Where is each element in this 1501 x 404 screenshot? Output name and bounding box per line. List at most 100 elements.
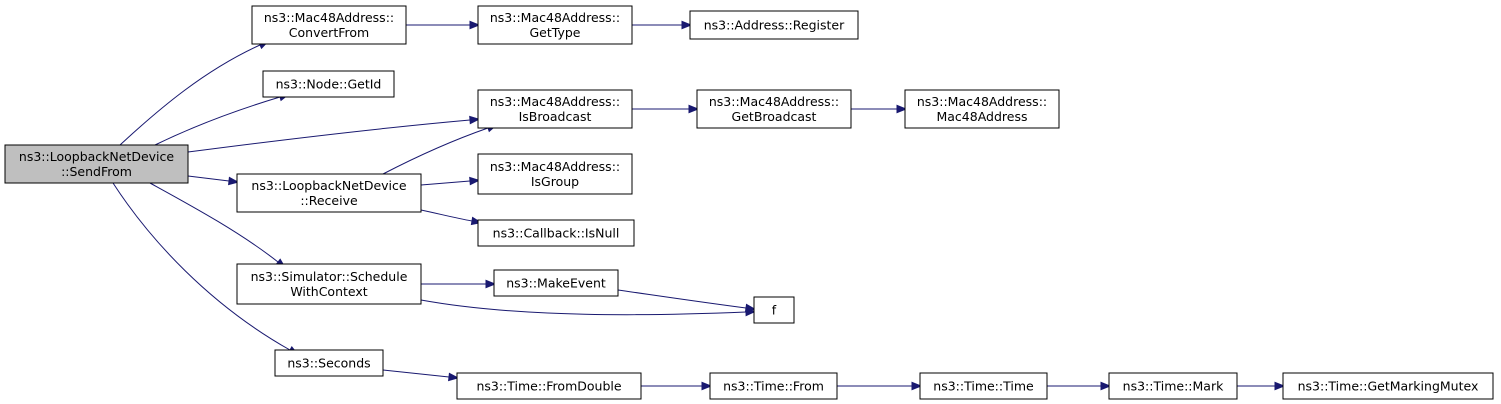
node-receive[interactable]: ns3::LoopbackNetDevice::Receive (236, 173, 422, 213)
node-label: ns3::Address::Register (704, 18, 845, 33)
node-box (753, 296, 795, 324)
edge-line (119, 44, 261, 146)
arrowhead-icon (745, 307, 757, 317)
arrowhead-icon (228, 176, 240, 186)
edge-fromdouble-to-from (641, 381, 713, 391)
node-box (4, 144, 189, 184)
edge-line (617, 289, 747, 309)
edge-gettype-to-register (632, 20, 693, 30)
arrowhead-icon (681, 20, 693, 30)
node-label: GetType (530, 25, 581, 40)
node-label: ConvertFrom (289, 25, 369, 40)
node-label: ns3::Mac48Address:: (490, 159, 620, 174)
edge-sendfrom-to-receive (187, 175, 240, 186)
edge-sendfrom-to-getid (154, 93, 290, 146)
node-label: ns3::Time::FromDouble (476, 379, 621, 394)
node-getmarkingmutex[interactable]: ns3::Time::GetMarkingMutex (1282, 372, 1494, 400)
node-label: ns3::Mac48Address:: (264, 10, 394, 25)
arrowhead-icon (896, 104, 908, 114)
edge-receive-to-isnull (420, 209, 483, 226)
node-label: ::SendFrom (61, 164, 132, 179)
arrowhead-icon (688, 104, 700, 114)
node-isnull[interactable]: ns3::Callback::IsNull (477, 219, 635, 247)
node-box (919, 372, 1048, 400)
edge-getbroadcast-to-mac48address (851, 104, 908, 114)
node-getbroadcast[interactable]: ns3::Mac48Address::GetBroadcast (696, 89, 852, 129)
node-from[interactable]: ns3::Time::From (709, 372, 838, 400)
node-label: ::Receive (300, 193, 358, 208)
node-label: ns3::Time::Time (933, 379, 1034, 394)
node-register[interactable]: ns3::Address::Register (689, 10, 859, 40)
edge-sendfrom-to-convertfrom (119, 40, 270, 146)
arrowhead-icon (469, 176, 481, 186)
node-label: ns3::Mac48Address:: (490, 10, 620, 25)
arrowhead-icon (1100, 381, 1112, 391)
node-sendfrom: ns3::LoopbackNetDevice::SendFrom (4, 144, 189, 184)
edge-line (420, 209, 473, 222)
node-fromdouble[interactable]: ns3::Time::FromDouble (456, 372, 642, 400)
edge-line (382, 127, 489, 175)
node-label: IsBroadcast (519, 109, 592, 124)
edge-line (420, 299, 747, 316)
node-label: ns3::Callback::IsNull (493, 226, 620, 241)
node-box (262, 70, 395, 98)
edge-makeevent-to-f (617, 289, 757, 313)
node-gettype[interactable]: ns3::Mac48Address::GetType (477, 5, 633, 45)
arrowhead-icon (1274, 381, 1286, 391)
node-box (709, 372, 838, 400)
node-label: ns3::MakeEvent (506, 276, 606, 291)
arrowhead-icon (469, 115, 481, 125)
node-box (251, 5, 407, 45)
node-makeevent[interactable]: ns3::MakeEvent (493, 269, 619, 297)
node-box (1282, 372, 1494, 400)
node-box (477, 5, 633, 45)
node-box (236, 263, 422, 305)
node-label: ns3::LoopbackNetDevice (251, 178, 406, 193)
node-seconds[interactable]: ns3::Seconds (274, 349, 384, 377)
node-label: ns3::LoopbackNetDevice (19, 149, 174, 164)
node-label: ns3::Simulator::Schedule (251, 269, 408, 284)
node-label: ns3::Mac48Address:: (490, 94, 620, 109)
edge-schedule-to-f (420, 299, 757, 317)
edge-line (154, 96, 281, 146)
node-label: ns3::Time::GetMarkingMutex (1298, 379, 1479, 394)
edge-time-to-mark (1047, 381, 1112, 391)
node-box (236, 173, 422, 213)
node-box (689, 10, 859, 40)
node-box (696, 89, 852, 129)
node-time[interactable]: ns3::Time::Time (919, 372, 1048, 400)
node-box (493, 269, 619, 297)
node-getid[interactable]: ns3::Node::GetId (262, 70, 395, 98)
node-box (274, 349, 384, 377)
node-box (477, 89, 633, 129)
node-mark[interactable]: ns3::Time::Mark (1108, 372, 1238, 400)
edge-line (187, 119, 471, 153)
node-label: ns3::Node::GetId (276, 77, 382, 92)
arrowhead-icon (911, 381, 923, 391)
node-f[interactable]: f (753, 296, 795, 324)
edge-isbroadcast-to-getbroadcast (632, 104, 700, 114)
node-label: ns3::Time::Mark (1123, 379, 1224, 394)
edge-line (382, 369, 450, 378)
edge-line (149, 182, 279, 263)
edge-convertfrom-to-gettype (406, 20, 481, 30)
node-label: ns3::Time::From (723, 379, 824, 394)
edge-seconds-to-fromdouble (382, 369, 460, 382)
node-mac48address[interactable]: ns3::Mac48Address::Mac48Address (904, 89, 1060, 129)
node-label: ns3::Seconds (287, 356, 370, 371)
edge-mark-to-getmarkingmutex (1237, 381, 1286, 391)
node-label: ns3::Mac48Address:: (709, 94, 839, 109)
node-box (456, 372, 642, 400)
arrowhead-icon (469, 20, 481, 30)
node-box (477, 153, 633, 195)
node-label: ns3::Mac48Address:: (917, 94, 1047, 109)
node-box (1108, 372, 1238, 400)
edge-line (112, 182, 291, 351)
node-isgroup[interactable]: ns3::Mac48Address::IsGroup (477, 153, 633, 195)
edge-from-to-time (837, 381, 923, 391)
node-isbroadcast[interactable]: ns3::Mac48Address::IsBroadcast (477, 89, 633, 129)
node-label: Mac48Address (936, 109, 1027, 124)
node-convertfrom[interactable]: ns3::Mac48Address::ConvertFrom (251, 5, 407, 45)
